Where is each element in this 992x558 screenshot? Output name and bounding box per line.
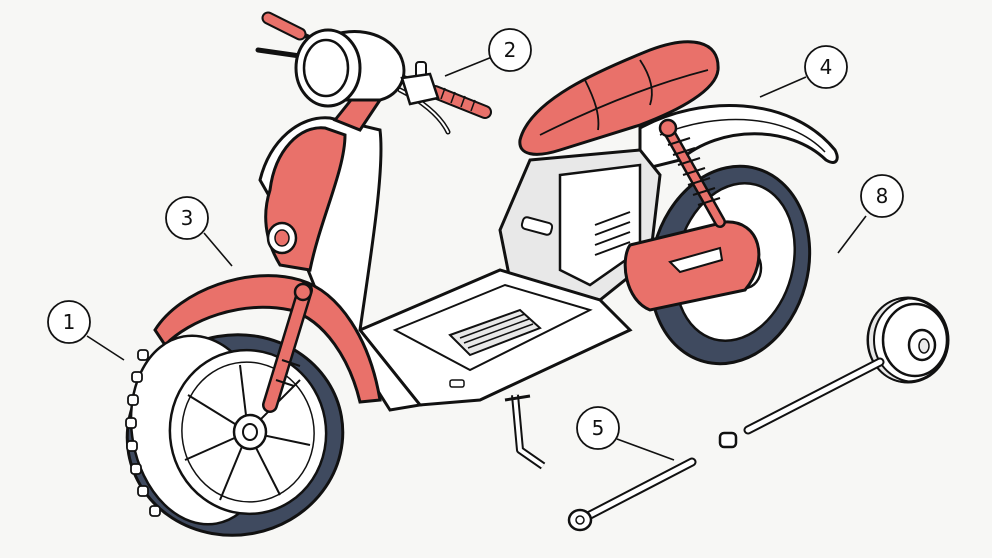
- rear-body-side: [558, 163, 642, 287]
- floor-badge: [449, 379, 465, 388]
- throttle-housing: [400, 72, 440, 106]
- front-fender: [153, 274, 382, 404]
- wheel-hub-assembly: [866, 296, 950, 384]
- kickstand: [504, 394, 546, 470]
- axle-rod: [743, 357, 885, 435]
- leader-5: [616, 438, 675, 461]
- headlight: [294, 28, 362, 108]
- callout-3: 3: [165, 196, 209, 240]
- axle-bolt: [567, 457, 697, 532]
- rear-fender: [638, 103, 839, 172]
- callout-label: 4: [820, 55, 833, 79]
- side-vents: [594, 211, 631, 256]
- front-fork: [262, 282, 313, 413]
- rear-shock-absorber: [658, 118, 726, 228]
- callout-5: 5: [576, 406, 620, 450]
- leader-2: [444, 56, 493, 77]
- callout-label: 5: [592, 416, 605, 440]
- rear-fender-stripe: [659, 118, 826, 153]
- callout-label: 8: [876, 184, 889, 208]
- callout-8: 8: [860, 174, 904, 218]
- leader-3: [203, 232, 233, 267]
- side-badge: [520, 216, 554, 236]
- leader-8: [837, 215, 867, 254]
- seat: [518, 40, 720, 156]
- tire-tread: [125, 349, 161, 517]
- callout-label: 1: [63, 310, 76, 334]
- leader-1: [86, 335, 125, 361]
- left-lever: [255, 47, 303, 59]
- floor-mat: [448, 308, 542, 357]
- front-wheel: [125, 333, 345, 537]
- callout-2: 2: [488, 28, 532, 72]
- callout-1: 1: [47, 300, 91, 344]
- callout-4: 4: [804, 45, 848, 89]
- spacer: [718, 431, 738, 449]
- callout-label: 2: [504, 38, 517, 62]
- leader-lines: [86, 56, 867, 461]
- swing-arm-mark: [668, 246, 724, 274]
- leader-4: [759, 76, 807, 98]
- callout-label: 3: [181, 206, 194, 230]
